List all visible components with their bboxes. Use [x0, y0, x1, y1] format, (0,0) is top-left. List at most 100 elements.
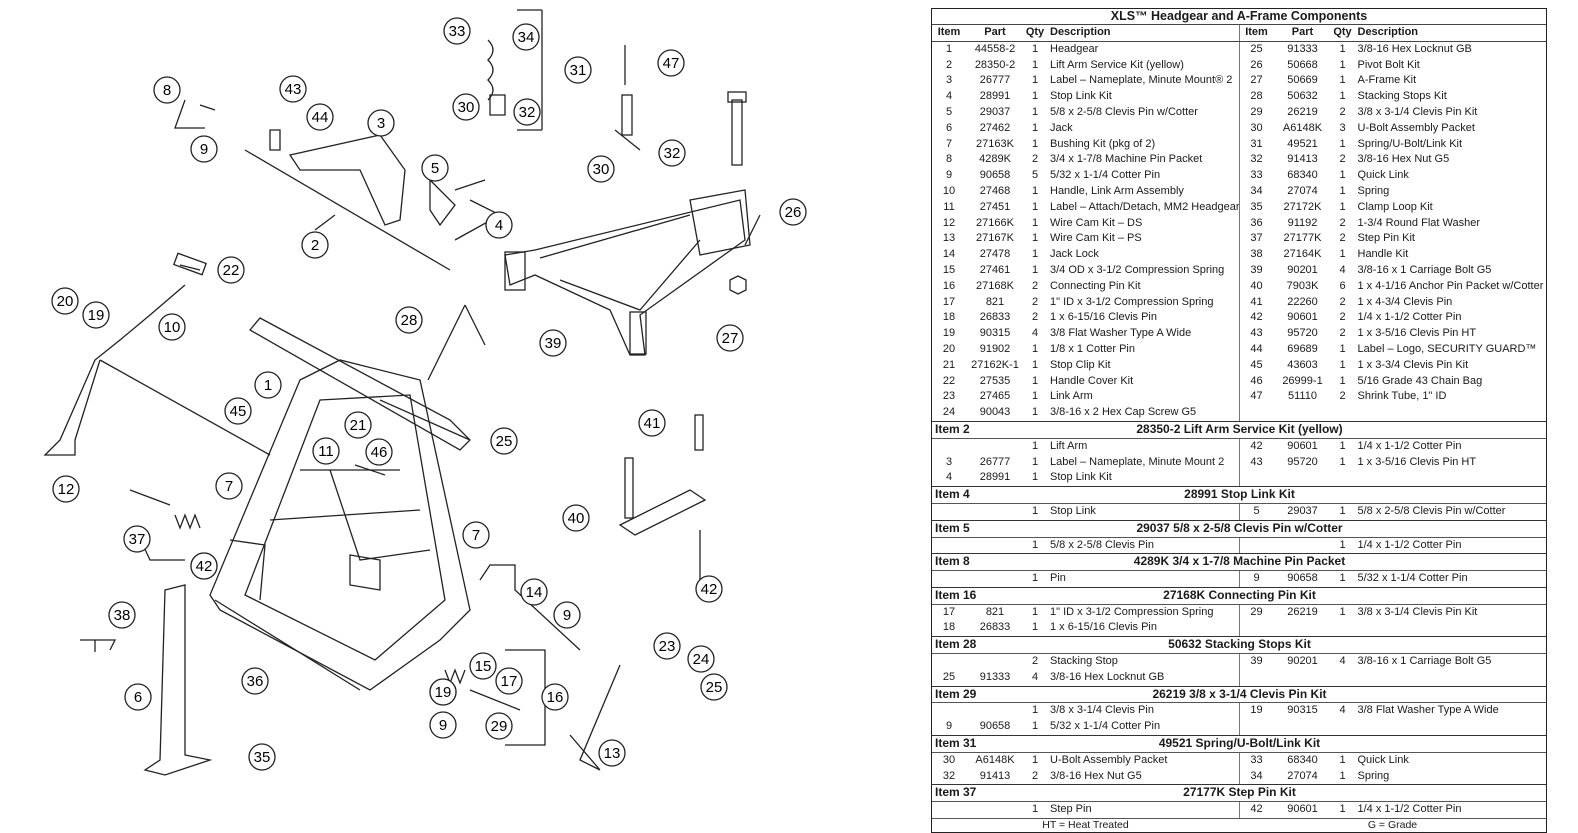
callout-number: 4: [495, 217, 503, 234]
cell-description: 3/8 x 3-1/4 Clevis Pin Kit: [1357, 105, 1478, 118]
cell-description: Spring/U-Bolt/Link Kit: [1357, 137, 1463, 150]
callout-7: 7: [215, 472, 243, 500]
cell-qty: [1332, 620, 1354, 636]
callout-8: 8: [153, 76, 181, 104]
cell-qty: 2: [1031, 153, 1039, 166]
callout-46: 46: [365, 438, 393, 466]
cell-qty: 1: [1339, 248, 1346, 261]
cell-qty: 1: [1031, 121, 1039, 134]
cell-description: 5/32 x 1-1/4 Cotter Pin: [1050, 169, 1161, 182]
callout-45: 45: [224, 397, 252, 425]
callout-circle: [512, 23, 540, 51]
cell-description: 3/8 Flat Washer Type A Wide: [1357, 704, 1499, 717]
cell-part: 26219: [1287, 105, 1318, 118]
cell-description: 1/4 x 1-1/2 Cotter Pin: [1357, 439, 1462, 452]
cell-description: Quick Link: [1357, 169, 1409, 182]
cell-part: 27168K: [976, 279, 1014, 292]
callout-2: 2: [301, 231, 329, 259]
cell-description: 3/8-16 x 1 Carriage Bolt G5: [1357, 263, 1492, 276]
callout-number: 13: [604, 745, 621, 762]
cell-qty: 6: [1339, 279, 1346, 292]
callout-circle: [82, 301, 110, 329]
cell-part: 27465: [979, 390, 1011, 403]
callout-number: 14: [526, 584, 543, 601]
cell-part: 90601: [1287, 311, 1318, 324]
cell-qty: 4: [1339, 263, 1346, 276]
cell-description: U-Bolt Assembly Packet: [1357, 121, 1475, 134]
cell-item: 9: [1253, 572, 1260, 585]
callout-32: 32: [513, 98, 541, 126]
cell-description: A-Frame Kit: [1357, 74, 1417, 87]
cell-qty: 2: [1339, 390, 1346, 403]
cell-item: 42: [1250, 439, 1263, 452]
callout-number: 39: [545, 335, 562, 352]
cell-qty: 1: [1031, 803, 1039, 816]
cell-description: 3/4 OD x 3-1/2 Compression Spring: [1050, 263, 1225, 276]
callout-29: 29: [485, 712, 513, 740]
cell-item: 5: [945, 105, 953, 118]
cell-qty: 4: [1031, 670, 1039, 683]
cell-part: 90201: [1287, 655, 1318, 668]
kit-title: 50632 Stacking Stops Kit: [1168, 637, 1311, 652]
callout-35: 35: [248, 743, 276, 771]
cell-qty: 1: [1031, 720, 1039, 733]
cell-item: 42: [1250, 803, 1263, 816]
callout-number: 30: [458, 99, 475, 116]
callout-circle: [248, 743, 276, 771]
cell-part: 27163K: [976, 137, 1014, 150]
callout-circle: [190, 552, 218, 580]
cell-qty: 1: [1031, 184, 1039, 197]
callout-number: 10: [164, 319, 181, 336]
cell-description: U-Bolt Assembly Packet: [1050, 753, 1168, 766]
cell-description: Handle, Link Arm Assembly: [1050, 184, 1184, 197]
callout-number: 15: [475, 658, 492, 675]
cell-qty: 1: [1031, 605, 1039, 618]
cell-qty: 1: [1031, 439, 1039, 452]
cell-item: 4: [945, 90, 953, 103]
cell-part: 27468: [979, 184, 1011, 197]
cell-qty: 1: [1031, 342, 1039, 355]
callout-number: 32: [664, 145, 681, 162]
cell-qty: 1: [1339, 538, 1346, 551]
cell-qty: 4: [1339, 704, 1346, 717]
cell-description: Step Pin Kit: [1357, 232, 1415, 245]
callout-37: 37: [123, 525, 151, 553]
cell-qty: 1: [1339, 504, 1346, 517]
cell-item: [932, 504, 966, 520]
cell-qty: 1: [1031, 263, 1039, 276]
table-row: 15 27461 1 3/4 OD x 3-1/2 Compression Sprin…: [932, 262, 1546, 279]
cell-qty: 4: [1031, 327, 1039, 340]
cell-part: 26219: [1287, 605, 1318, 618]
callout-28: 28: [395, 306, 423, 334]
table-header: Item Part Qty Description Item Part Qty …: [932, 25, 1546, 42]
callout-number: 25: [496, 433, 513, 450]
cell-part: 49521: [1287, 137, 1318, 150]
callout-19: 19: [82, 301, 110, 329]
cell-item: 15: [942, 263, 956, 276]
callout-number: 6: [134, 689, 142, 706]
cell-part: 4289K: [979, 153, 1011, 166]
cell-item: 14: [942, 248, 956, 261]
cell-item: [932, 802, 966, 818]
header-part: Part: [1291, 26, 1314, 38]
cell-item: 26: [1250, 58, 1263, 71]
cell-description: 3/8-16 x 1 Carriage Bolt G5: [1357, 655, 1492, 668]
callout-number: 29: [491, 718, 508, 735]
callout-number: 36: [247, 673, 264, 690]
cell-part: 27461: [979, 263, 1011, 276]
cell-item: 6: [945, 121, 953, 134]
cell-qty: 1: [1031, 572, 1039, 585]
kit-item-label: Item 37: [935, 785, 977, 800]
cell-qty: 2: [1339, 153, 1346, 166]
cell-description: 1" ID x 3-1/2 Compression Spring: [1050, 295, 1214, 308]
cell-item: 1: [945, 42, 953, 55]
cell-qty: 1: [1339, 572, 1346, 585]
cell-part: [966, 654, 1024, 670]
cell-description: Headgear: [1050, 42, 1099, 55]
